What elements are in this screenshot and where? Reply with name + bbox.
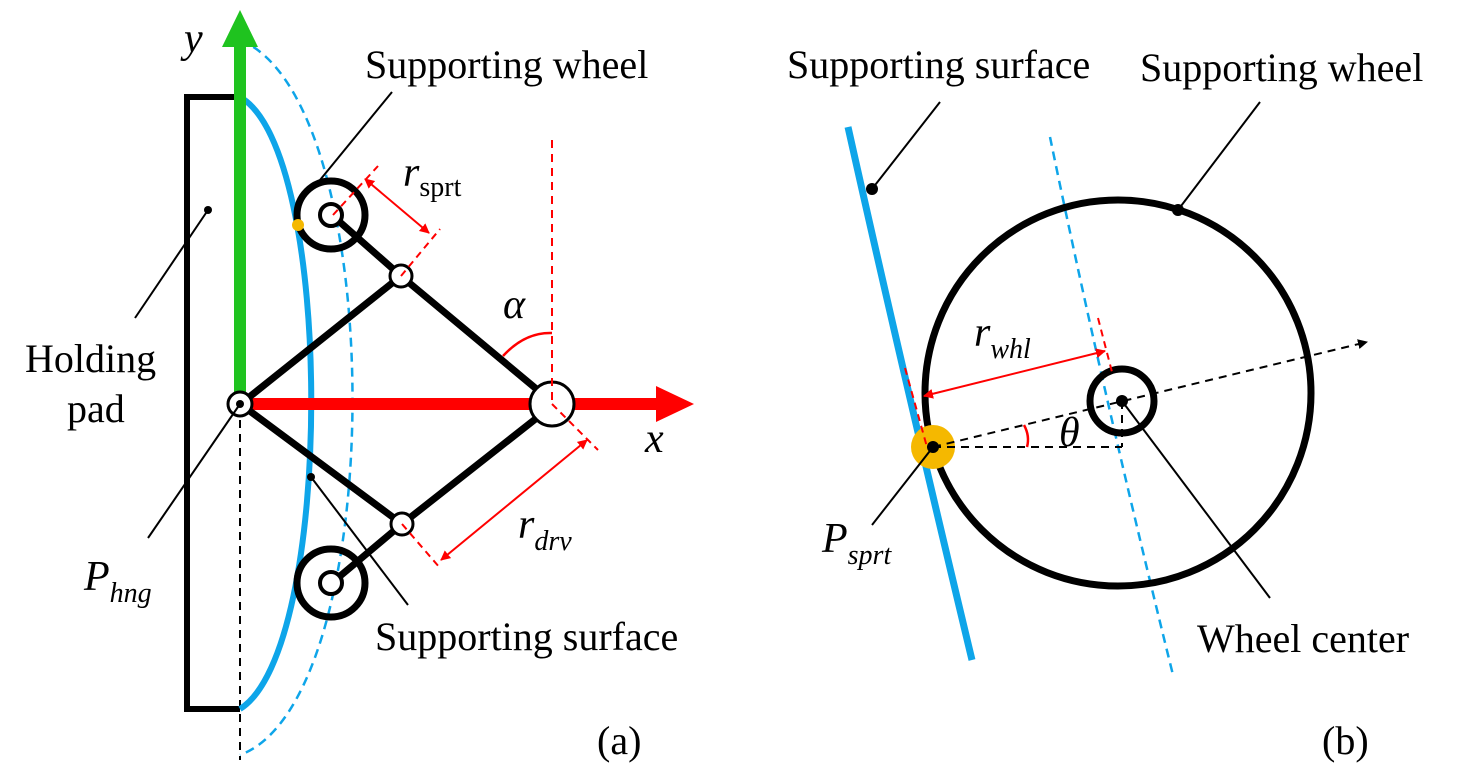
wheel-center-label: Wheel center (1197, 616, 1409, 661)
contact-point-a (292, 219, 304, 231)
supporting-surface-label-b: Supporting surface (787, 42, 1090, 87)
p-sprt-subscript: sprt (848, 540, 893, 571)
p-hng-symbol: P (83, 554, 110, 600)
r-sprt-symbol: r (403, 150, 420, 196)
r-whl-label: rwhl (974, 310, 1031, 365)
wheel-center-leader (1121, 400, 1271, 599)
panel-a-label: (a) (597, 718, 641, 763)
panel-a: y x Supporting wheel Holding pad α Suppo… (25, 10, 694, 763)
alpha-arc (502, 331, 553, 357)
theta-arc (1022, 424, 1030, 448)
panel-b: Supporting surface Supporting wheel Whee… (787, 42, 1423, 763)
r-drv-label: rdrv (518, 502, 572, 557)
p-hng-label: Phng (83, 554, 152, 609)
r-whl-dimension (904, 317, 1113, 448)
r-sprt-dimension (332, 165, 441, 277)
supporting-wheel-leader-a (319, 91, 393, 181)
x-axis-arrowhead (656, 386, 694, 422)
p-hng-leader (147, 403, 241, 539)
r-drv-subscript: drv (534, 526, 572, 557)
supporting-surface-leader-b (871, 101, 941, 190)
supporting-wheel-top-hub (318, 202, 344, 228)
alpha-label: α (503, 282, 526, 328)
theta-label: θ (1059, 410, 1080, 456)
wheel-path-dashed (239, 38, 354, 757)
supporting-wheel-label-b: Supporting wheel (1140, 45, 1423, 90)
panel-b-label: (b) (1322, 718, 1369, 763)
holding-pad-label-line2: pad (67, 386, 125, 431)
supporting-surface-curve-b (844, 126, 976, 661)
p-sprt-leader (871, 446, 934, 526)
r-drv-dimension (401, 403, 599, 569)
r-drv-symbol: r (518, 502, 535, 548)
supporting-wheel-leader-b (1177, 101, 1261, 211)
supporting-wheel-bottom-hub (318, 570, 344, 596)
r-sprt-label: rsprt (403, 150, 462, 203)
p-sprt-symbol: P (821, 516, 848, 562)
direction-arrow-dashed (932, 339, 1368, 448)
x-axis-label: x (644, 416, 664, 462)
supporting-surface-label-a: Supporting surface (375, 614, 678, 659)
r-whl-symbol: r (974, 310, 991, 356)
y-axis-arrowhead (222, 10, 258, 47)
holding-pad-label-line1: Holding (25, 336, 156, 381)
supporting-wheel-bottom (293, 545, 369, 621)
supporting-wheel-label-a: Supporting wheel (365, 42, 648, 87)
supporting-wheel-large (921, 196, 1315, 590)
r-whl-subscript: whl (990, 334, 1031, 365)
p-sprt-label: Psprt (821, 516, 892, 571)
p-hng-subscript: hng (110, 578, 152, 609)
y-axis-label: y (180, 16, 203, 62)
holding-pad-frame (184, 94, 240, 712)
r-sprt-subscript: sprt (419, 172, 461, 203)
supporting-surface-leader-a (310, 476, 409, 606)
holding-pad-leader (134, 209, 209, 319)
